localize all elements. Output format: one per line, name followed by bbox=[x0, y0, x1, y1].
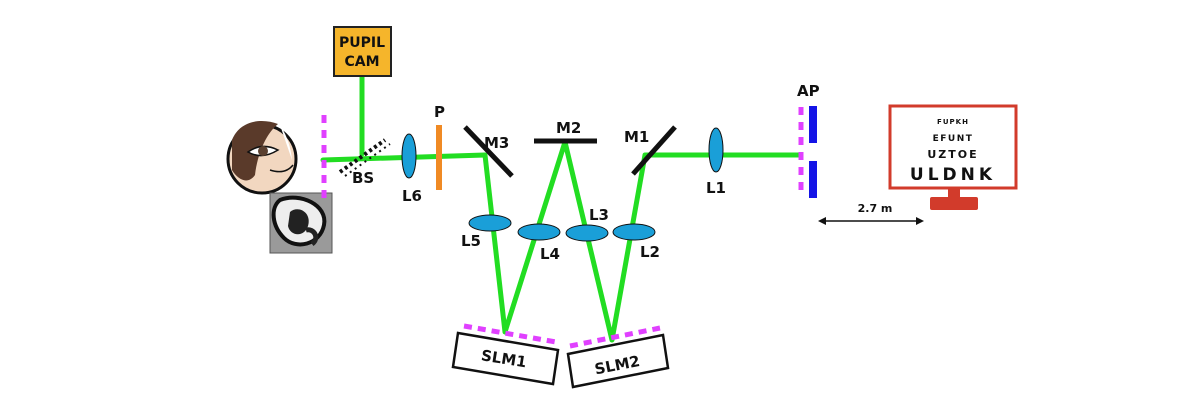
ap-label: AP bbox=[797, 82, 820, 100]
mirror-m3: M3 bbox=[463, 125, 514, 178]
m2-label: M2 bbox=[556, 119, 581, 137]
monitor-eye-chart: FUPKH EFUNT UZTOE ULDNK bbox=[888, 104, 1018, 210]
m1-label: M1 bbox=[624, 128, 649, 146]
distance-label: 2.7 m bbox=[858, 202, 893, 215]
retina-image bbox=[269, 192, 333, 254]
pupil-cam-label-2: CAM bbox=[344, 54, 379, 70]
l4-label: L4 bbox=[540, 245, 560, 263]
pupil-cam-box bbox=[333, 26, 392, 77]
eye-icon bbox=[226, 121, 298, 195]
slm1: SLM1 bbox=[451, 323, 560, 386]
polarizer: P bbox=[434, 103, 445, 190]
l1-label: L1 bbox=[706, 179, 726, 197]
mirror-m2: M2 bbox=[534, 119, 597, 144]
pupil-cam-label-1: PUPIL bbox=[339, 35, 385, 51]
slm2: SLM2 bbox=[566, 325, 670, 389]
eye-chart-row-3: UZTOE bbox=[927, 148, 978, 161]
beam-main bbox=[320, 139, 803, 343]
lens-l6: L6 bbox=[401, 133, 422, 205]
p-label: P bbox=[434, 103, 445, 121]
l2-label: L2 bbox=[640, 243, 660, 261]
aperture: AP bbox=[797, 82, 820, 198]
m3-label: M3 bbox=[484, 134, 509, 152]
lens-l2: L2 bbox=[612, 223, 660, 261]
lens-l5: L5 bbox=[461, 214, 512, 250]
eye-chart-row-4: ULDNK bbox=[910, 165, 996, 185]
eye-chart-row-2: EFUNT bbox=[933, 134, 974, 144]
lens-l1: L1 bbox=[706, 127, 726, 197]
bs-label: BS bbox=[352, 169, 374, 187]
lens-l3: L3 bbox=[565, 206, 609, 242]
l6-label: L6 bbox=[402, 187, 422, 205]
beam-path bbox=[320, 74, 803, 343]
beam-splitter: BS bbox=[338, 138, 391, 187]
l5-label: L5 bbox=[461, 232, 481, 250]
mirror-m1: M1 bbox=[624, 125, 677, 176]
l3-label: L3 bbox=[589, 206, 609, 224]
eye-chart-row-1: FUPKH bbox=[937, 118, 969, 126]
lens-l4: L4 bbox=[517, 223, 561, 263]
distance-arrow: 2.7 m bbox=[818, 202, 924, 225]
pupil-cam: PUPIL CAM bbox=[333, 26, 392, 77]
